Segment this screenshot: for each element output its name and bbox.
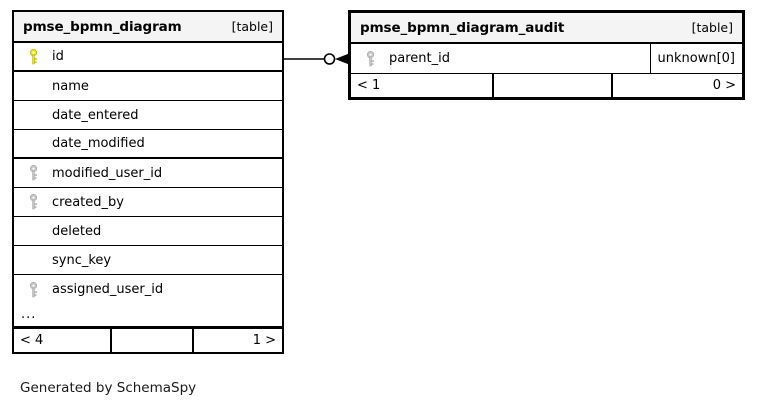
table-row[interactable]: name [14, 72, 282, 101]
table-title: pmse_bpmn_diagram_audit [360, 19, 565, 36]
footer-next-count[interactable]: 1 > [252, 333, 276, 348]
column-list: id name date_entered date_modified [14, 43, 282, 304]
column-name: date_modified [52, 136, 145, 151]
table-row[interactable]: created_by [14, 188, 282, 217]
table-pmse-bpmn-diagram[interactable]: pmse_bpmn_diagram [table] id n [12, 10, 284, 354]
table-title: pmse_bpmn_diagram [23, 18, 182, 35]
table-row[interactable]: parent_id unknown[0] [351, 44, 742, 73]
column-type: unknown[0] [649, 44, 743, 73]
footer-middle [491, 74, 613, 97]
table-footer-nav: < 1 0 > [351, 73, 742, 97]
footer-prev-count[interactable]: < 1 [357, 78, 381, 93]
table-row[interactable]: date_entered [14, 101, 282, 130]
footer-prev-count[interactable]: < 4 [20, 333, 44, 348]
column-name: assigned_user_id [52, 282, 164, 297]
table-row[interactable]: id [14, 43, 282, 72]
table-row[interactable]: date_modified [14, 130, 282, 159]
column-name: sync_key [52, 252, 112, 268]
primary-key-icon [14, 48, 52, 65]
table-header: pmse_bpmn_diagram [table] [14, 12, 282, 43]
foreign-key-icon [14, 165, 52, 181]
foreign-key-icon [351, 50, 389, 67]
foreign-key-icon [14, 281, 52, 298]
footer-next-count[interactable]: 0 > [712, 78, 736, 93]
table-kind-label: [table] [691, 20, 733, 35]
column-name: date_entered [52, 107, 139, 123]
relationship-connector [283, 50, 353, 68]
column-name: created_by [52, 194, 124, 210]
table-pmse-bpmn-diagram-audit[interactable]: pmse_bpmn_diagram_audit [table] parent_i… [348, 10, 745, 100]
table-footer-nav: < 4 1 > [14, 328, 282, 352]
table-row[interactable]: deleted [14, 217, 282, 246]
more-columns-indicator: ... [14, 304, 282, 328]
table-header: pmse_bpmn_diagram_audit [table] [351, 13, 742, 44]
generated-by-caption: Generated by SchemaSpy [20, 380, 197, 396]
zero-or-one-marker [323, 53, 336, 65]
footer-middle [110, 329, 194, 352]
column-name: parent_id [389, 51, 450, 66]
table-row[interactable]: assigned_user_id [14, 275, 282, 304]
foreign-key-icon [14, 194, 52, 210]
column-name: id [52, 49, 64, 64]
table-kind-label: [table] [231, 19, 273, 34]
table-row[interactable]: modified_user_id [14, 159, 282, 188]
column-name: name [52, 78, 89, 94]
table-row[interactable]: sync_key [14, 246, 282, 275]
column-name: deleted [52, 223, 102, 239]
column-name: modified_user_id [52, 165, 163, 181]
column-list: parent_id unknown[0] [351, 44, 742, 73]
